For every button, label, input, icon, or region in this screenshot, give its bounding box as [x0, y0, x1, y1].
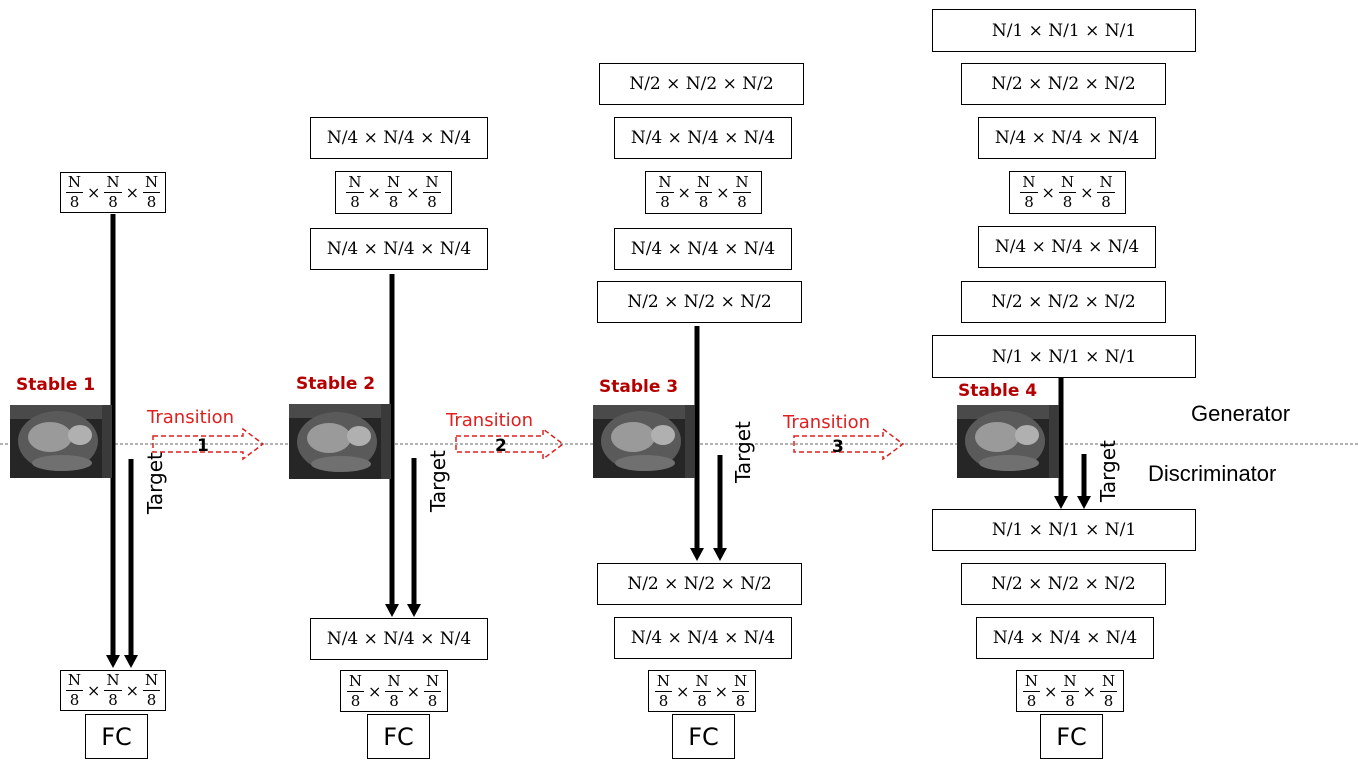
mri-image-stage2	[289, 404, 391, 479]
transition-label-2: Transition	[446, 410, 534, 431]
fc-box: FC	[85, 714, 148, 759]
generator-label: Generator	[1191, 401, 1291, 426]
mri-slice-picture	[10, 405, 112, 478]
arrowhead-stage3-generator	[690, 548, 704, 561]
stable-label-1: Stable 1	[16, 375, 96, 395]
dim-box-n2: N/2 × N/2 × N/2	[599, 63, 804, 105]
transition-label-3: Transition	[783, 412, 871, 433]
dim-box-n2: N/2 × N/2 × N/2	[597, 281, 802, 323]
dim-box-n4: N/4 × N/4 × N/4	[614, 617, 792, 659]
arrowhead-stage3-target	[713, 548, 727, 561]
dim-box-n4: N/4 × N/4 × N/4	[310, 618, 488, 660]
target-label-2: Target	[426, 450, 450, 512]
dim-box-n4: N/4 × N/4 × N/4	[310, 117, 488, 159]
dim-box-n2: N/2 × N/2 × N/2	[597, 563, 802, 605]
target-label-4: Target	[1096, 440, 1120, 502]
fc-box: FC	[367, 714, 430, 759]
dim-box-n2: N/2 × N/2 × N/2	[961, 563, 1166, 605]
stable-label-4: Stable 4	[958, 381, 1038, 401]
dim-box-n2: N/2 × N/2 × N/2	[961, 281, 1166, 323]
fc-box: FC	[1040, 714, 1103, 759]
transition-number-1: 1	[197, 436, 209, 456]
mri-slice-picture	[957, 405, 1059, 478]
mri-image-stage3	[593, 405, 695, 478]
dim-box-n1: N/1 × N/1 × N/1	[932, 9, 1196, 52]
transition-arrow-1	[152, 427, 265, 461]
arrowhead-stage1-target	[124, 655, 138, 668]
arrowhead-stage1-generator	[106, 655, 120, 668]
arrowhead-stage4-generator	[1054, 496, 1068, 509]
dim-box-n4: N/4 × N/4 × N/4	[614, 117, 792, 159]
transition-number-3: 3	[832, 437, 844, 457]
dim-box-n4: N/4 × N/4 × N/4	[978, 117, 1156, 159]
mri-image-stage1	[10, 405, 112, 478]
dim-box-n4: N/4 × N/4 × N/4	[976, 617, 1154, 659]
arrowhead-stage2-target	[407, 604, 421, 617]
transition-number-2: 2	[495, 436, 507, 456]
target-label-3: Target	[731, 421, 755, 483]
arrowhead-stage4-target	[1077, 496, 1091, 509]
mri-image-stage4	[957, 405, 1059, 478]
transition-arrow-2	[455, 427, 565, 461]
mri-slice-picture	[593, 405, 695, 478]
mri-slice-picture	[289, 404, 391, 479]
fc-box: FC	[672, 714, 735, 759]
arrowhead-stage2-generator	[385, 604, 399, 617]
target-label-1: Target	[143, 452, 167, 514]
transition-label-1: Transition	[147, 407, 235, 428]
dim-box-n2: N/2 × N/2 × N/2	[961, 63, 1166, 105]
dim-box-n4: N/4 × N/4 × N/4	[614, 228, 792, 270]
dim-box-n1: N/1 × N/1 × N/1	[932, 509, 1196, 551]
dim-box-n1: N/1 × N/1 × N/1	[932, 335, 1196, 378]
stable-label-3: Stable 3	[599, 377, 679, 397]
stable-label-2: Stable 2	[296, 374, 376, 394]
transition-arrow-3	[793, 427, 905, 461]
discriminator-label: Discriminator	[1148, 461, 1277, 486]
dim-box-n4: N/4 × N/4 × N/4	[310, 228, 488, 270]
dim-box-n4: N/4 × N/4 × N/4	[978, 226, 1156, 268]
